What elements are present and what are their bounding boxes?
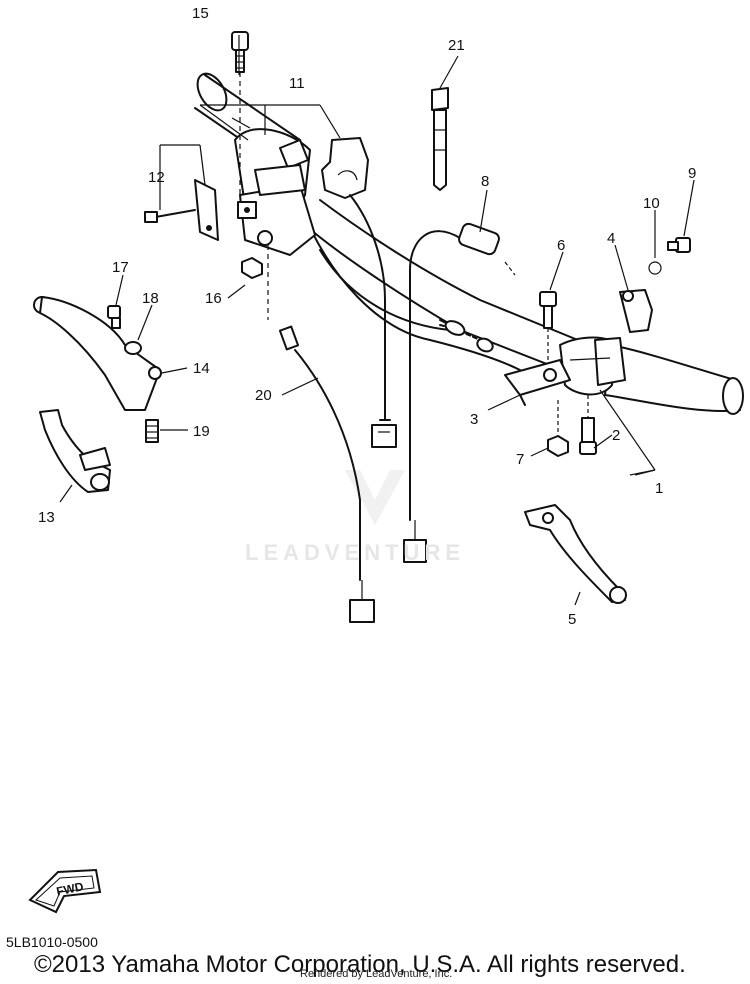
spring-19 — [145, 419, 159, 443]
callout-7: 7 — [516, 451, 524, 468]
callout-8: 8 — [481, 173, 489, 190]
callout-14: 14 — [193, 360, 210, 377]
throttle-cable — [439, 319, 494, 353]
callout-1: 1 — [655, 480, 663, 497]
bracket — [144, 179, 219, 241]
callout-21: 21 — [448, 37, 465, 54]
lever-holder — [504, 359, 571, 406]
callout-10: 10 — [643, 195, 660, 212]
bolt-15 — [231, 31, 249, 200]
callout-19: 19 — [193, 423, 210, 440]
callout-12: 12 — [148, 169, 165, 186]
clutch-switch-wire — [267, 245, 375, 623]
fwd-arrow-icon: FWD — [28, 868, 102, 914]
callout-4: 4 — [607, 230, 615, 247]
lever-bracket — [39, 409, 111, 493]
nut-7 — [547, 400, 569, 457]
left-switch-wire — [349, 194, 397, 448]
circlip-10 — [648, 261, 662, 275]
brake-lever — [524, 504, 627, 604]
front-brake-switch — [403, 222, 516, 563]
callout-16: 16 — [205, 290, 222, 307]
callout-20: 20 — [255, 387, 272, 404]
bolt-9 — [667, 237, 691, 253]
callout-5: 5 — [568, 611, 576, 628]
callout-18: 18 — [142, 290, 159, 307]
clamp-4 — [619, 289, 653, 333]
bolt-6 — [539, 291, 557, 360]
callout-15: 15 — [192, 5, 209, 22]
bolt-2 — [579, 395, 597, 455]
copyright-notice: ©2013 Yamaha Motor Corporation, U.S.A. A… — [34, 951, 686, 978]
diagram-code: 5LB1010-0500 — [6, 934, 98, 950]
callout-2: 2 — [612, 427, 620, 444]
rendered-by-notice: Rendered by LeadVenture, Inc. — [300, 968, 453, 980]
callout-17: 17 — [112, 259, 129, 276]
callout-labels: 1 2 3 4 5 6 7 8 9 10 11 12 13 14 15 16 1… — [38, 5, 696, 628]
callout-6: 6 — [557, 237, 565, 254]
callout-11: 11 — [289, 75, 305, 92]
callout-13: 13 — [38, 509, 55, 526]
watermark-logo — [345, 470, 405, 525]
collar-18 — [124, 341, 142, 355]
fwd-label: FWD — [55, 879, 85, 898]
master-cylinder — [559, 336, 626, 396]
bolt-17 — [107, 305, 121, 329]
watermark: LEADVENTURE — [245, 540, 466, 565]
callout-9: 9 — [688, 165, 696, 182]
right-grip — [604, 344, 744, 415]
cable-tie — [431, 87, 449, 191]
leader-lines — [59, 35, 695, 606]
handlebar — [299, 199, 591, 376]
nut-16 — [241, 257, 263, 279]
clutch-lever — [33, 296, 162, 411]
callout-3: 3 — [470, 411, 478, 428]
left-switch — [234, 128, 316, 256]
switch-clamp — [321, 137, 369, 199]
